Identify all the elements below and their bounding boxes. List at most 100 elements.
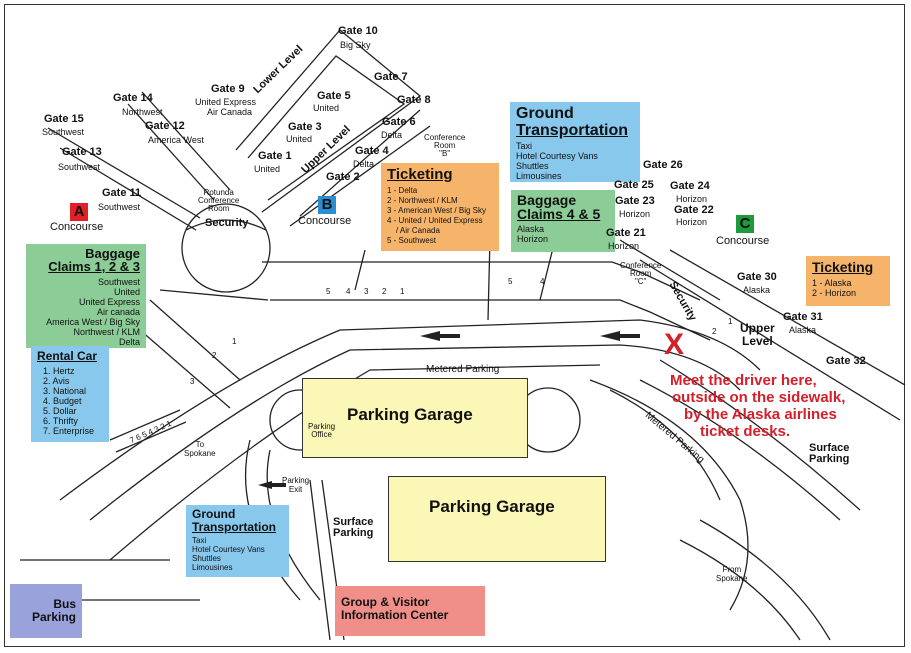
ticketing-b-box: Ticketing 1 - Delta 2 - Northwest / KLM … — [381, 163, 499, 251]
door-number-5: 5 — [326, 287, 331, 296]
meet-driver-annotation: Meet the driver here, outside on the sid… — [670, 372, 845, 440]
list-item: 1. Hertz — [43, 366, 75, 376]
concourse-b-arm — [235, 29, 422, 213]
gate-7-label: Gate 7 — [374, 71, 408, 83]
gate-30-airline: Alaska — [743, 285, 771, 295]
gate-26-label: Gate 26 — [643, 159, 683, 171]
map-frame — [4, 4, 905, 647]
gate-6-label: Gate 6 — [382, 116, 416, 128]
gate-5-label: Gate 5 — [317, 90, 351, 102]
ground-transportation-bottom-title1: Ground — [192, 507, 236, 521]
concourse-a-marker: A — [70, 203, 88, 221]
list-item: 2 - Horizon — [812, 288, 857, 298]
list-item: America West / Big Sky — [46, 317, 140, 327]
baggage-claims-1-3-box: Baggage Claims 1, 2 & 3 Southwest United… — [26, 244, 146, 348]
c-door-1: 1 — [728, 317, 733, 326]
door-number-left-1: 1 — [232, 337, 237, 346]
list-item: Shuttles — [192, 554, 221, 563]
list-item: / Air Canada — [387, 226, 440, 235]
concourse-c-marker: C — [736, 215, 754, 233]
gate-6-airline: Delta — [381, 130, 403, 140]
gate-13-airline: Southwest — [58, 162, 101, 172]
ground-transportation-top-title2: Transportation — [516, 122, 629, 139]
rental-stalls — [109, 409, 187, 453]
baggage-door-4: 4 — [540, 277, 545, 286]
gate-21-label: Gate 21 — [606, 227, 646, 239]
list-item: Alaska — [517, 224, 545, 234]
group-info-line2: Information Center — [341, 608, 449, 622]
concourse-a-arm-lower — [127, 91, 231, 201]
annotation-line2: outside on the sidewalk, — [672, 389, 846, 406]
list-item: 3 - American West / Big Sky — [387, 206, 486, 215]
metered-parking-top-label: Metered Parking — [426, 364, 500, 375]
annotation-line4: ticket desks. — [700, 423, 791, 440]
bus-parking-line1: Bus — [53, 597, 76, 611]
group-visitor-info-box: Group & Visitor Information Center — [335, 586, 485, 636]
list-item: Horizon — [517, 234, 549, 244]
rotunda-inner — [185, 219, 267, 231]
ticketing-b-title: Ticketing — [387, 166, 453, 183]
list-item: 5 - Southwest — [387, 236, 436, 245]
baggage-door-5: 5 — [508, 277, 513, 286]
concourse-a-arm-upper — [47, 127, 201, 231]
baggage-45-title2: Claims 4 & 5 — [517, 206, 601, 222]
gate-24-airline: Horizon — [676, 194, 708, 204]
list-item: 7. Enterprise — [43, 426, 95, 436]
gate-9-label: Gate 9 — [211, 83, 245, 95]
gate-15-label: Gate 15 — [44, 113, 84, 125]
c-door-2: 2 — [712, 327, 717, 336]
baggage-123-title1: Baggage — [85, 246, 140, 261]
list-item: Taxi — [516, 141, 533, 151]
gate-22-airline: Horizon — [676, 217, 708, 227]
terminal-upper-edge — [262, 261, 701, 301]
door-number-2: 2 — [382, 287, 387, 296]
gate-1-airline: United — [254, 164, 281, 174]
list-item: 1 - Alaska — [812, 278, 852, 288]
concourse-b-label: Concourse — [298, 215, 352, 227]
gate-9-airline-2: Air Canada — [207, 107, 253, 117]
concourse-a-label: Concourse — [50, 221, 104, 233]
list-item: 2. Avis — [43, 376, 70, 386]
gate-11-label: Gate 11 — [102, 187, 142, 199]
list-item: Air canada — [96, 307, 140, 317]
gate-3-label: Gate 3 — [288, 121, 322, 133]
gate-13-label: Gate 13 — [62, 146, 102, 158]
list-item: 6. Thrifty — [43, 416, 78, 426]
gate-8-label: Gate 8 — [397, 94, 431, 106]
gate-31-airline: Alaska — [789, 325, 817, 335]
list-item: Hotel Courtesy Vans — [516, 151, 598, 161]
annotation-line1: Meet the driver here, — [670, 372, 817, 389]
terminal-lower-edge — [270, 299, 711, 341]
gate-25-label: Gate 25 — [614, 179, 654, 191]
list-item: 2 - Northwest / KLM — [387, 196, 458, 205]
ticketing-c-title: Ticketing — [812, 259, 874, 275]
gate-15-airline: Southwest — [42, 127, 85, 137]
list-item: Shuttles — [516, 161, 549, 171]
door-number-4: 4 — [346, 287, 351, 296]
list-item: 5. Dollar — [43, 406, 77, 416]
gate-4-airline: Delta — [353, 159, 375, 169]
arrow-left-icon — [258, 331, 640, 489]
parking-garage-lower: Parking Garage — [388, 476, 606, 562]
gate-12-airline: America West — [148, 135, 204, 145]
concourse-c-label: Concourse — [716, 235, 770, 247]
list-item: 4. Budget — [43, 396, 82, 406]
gate-23-airline: Horizon — [619, 209, 651, 219]
door-number-3: 3 — [364, 287, 369, 296]
ground-transportation-top-box: Ground Transportation Taxi Hotel Courtes… — [510, 102, 640, 182]
list-item: Limousines — [516, 171, 562, 181]
concourse-b-marker: B — [318, 196, 336, 214]
list-item: United Express — [78, 297, 140, 307]
loop-right — [589, 379, 749, 611]
gate-21-airline: Horizon — [608, 241, 640, 251]
baggage-45-title1: Baggage — [517, 192, 577, 208]
gate-4-label: Gate 4 — [355, 145, 389, 157]
